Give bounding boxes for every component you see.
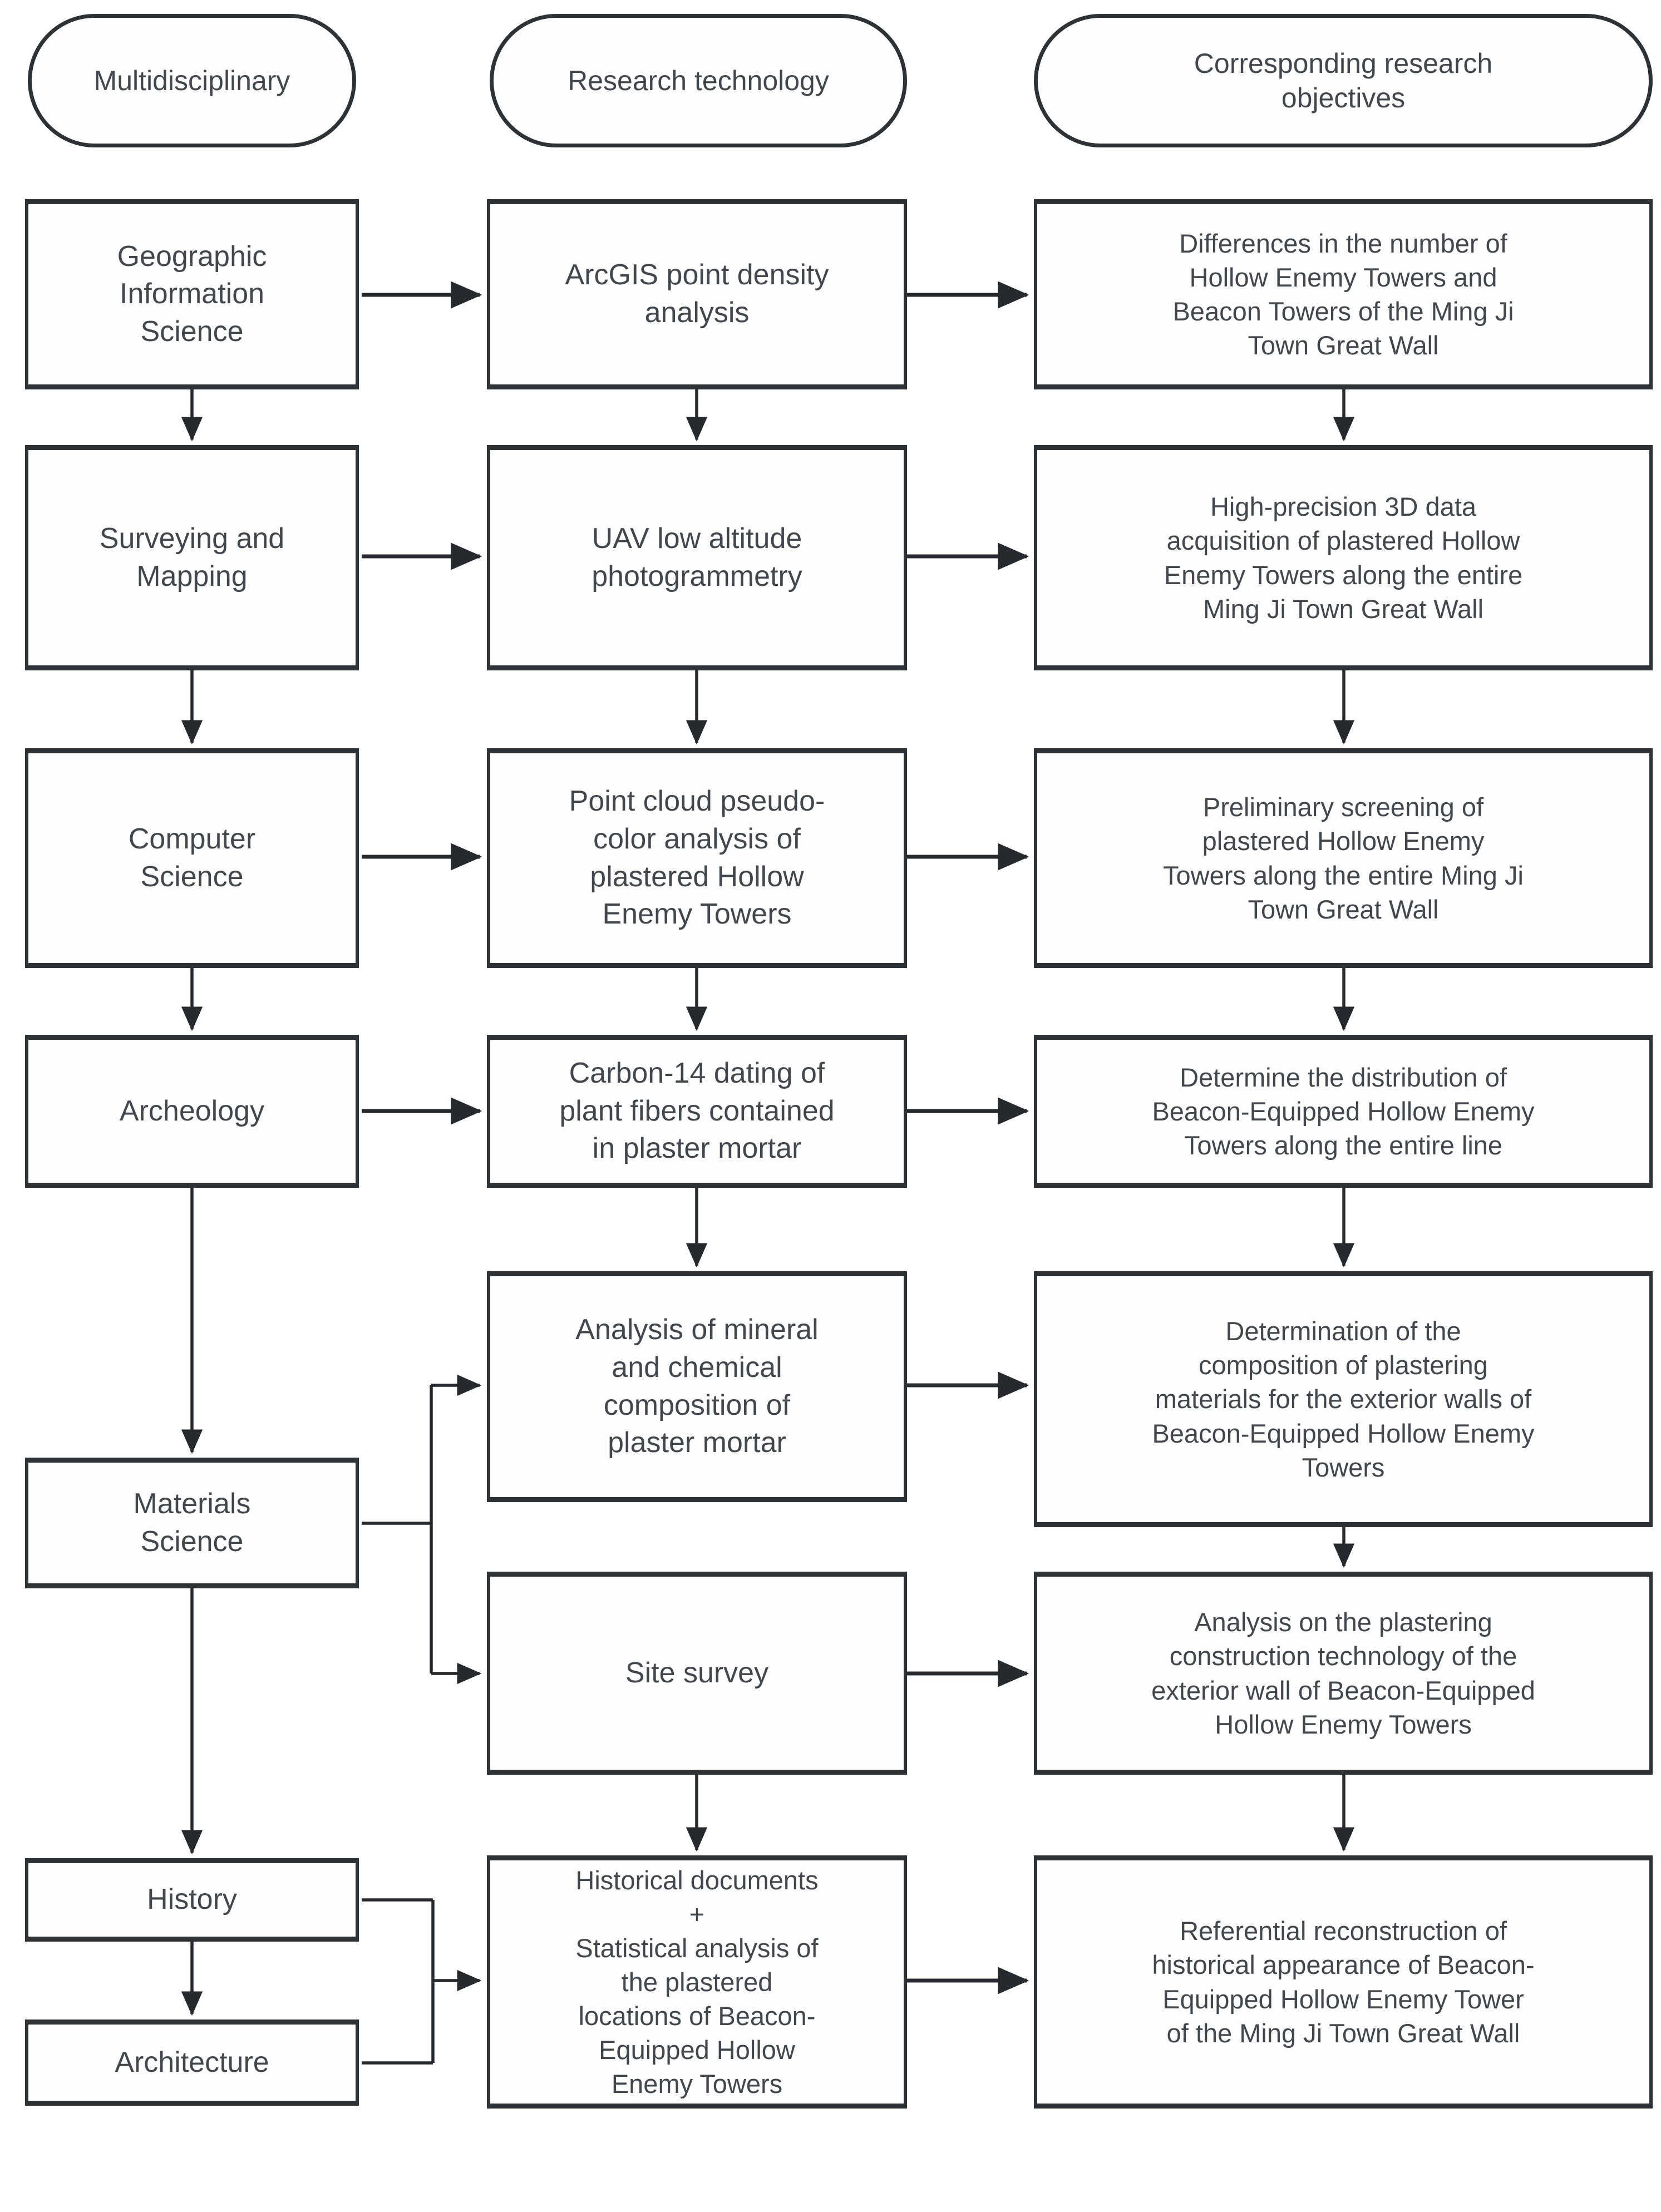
materials-science-branch (362, 1374, 482, 1685)
node-mineral-chemical-analysis: Analysis of mineral and chemical composi… (487, 1271, 907, 1502)
node-geographic-information-science: Geographic Information Science (25, 199, 359, 389)
node-objective-plastering-composition: Determination of the composition of plas… (1034, 1271, 1653, 1527)
node-objective-referential-reconstruction: Referential reconstruction of historical… (1034, 1855, 1653, 2109)
node-historical-documents-statistical-analysis: Historical documents + Statistical analy… (487, 1855, 907, 2109)
node-objective-tower-number-differences: Differences in the number of Hollow Enem… (1034, 199, 1653, 389)
node-objective-3d-data-acquisition: High-precision 3D data acquisition of pl… (1034, 445, 1653, 670)
node-carbon14-dating: Carbon-14 dating of plant fibers contain… (487, 1035, 907, 1188)
node-point-cloud-pseudo-color-analysis: Point cloud pseudo- color analysis of pl… (487, 748, 907, 968)
technology-to-objective-arrows (907, 281, 1029, 1994)
node-site-survey: Site survey (487, 1572, 907, 1775)
node-objective-preliminary-screening: Preliminary screening of plastered Hollo… (1034, 748, 1653, 968)
node-uav-low-altitude-photogrammetry: UAV low altitude photogrammetry (487, 445, 907, 670)
history-architecture-merge (362, 1898, 482, 2065)
header-multidisciplinary: Multidisciplinary (28, 14, 356, 147)
node-objective-construction-technology: Analysis on the plastering construction … (1034, 1572, 1653, 1775)
node-computer-science: Computer Science (25, 748, 359, 968)
node-arcgis-point-density-analysis: ArcGIS point density analysis (487, 199, 907, 389)
node-history: History (25, 1858, 359, 1942)
node-materials-science: Materials Science (25, 1458, 359, 1588)
node-objective-beacon-tower-distribution: Determine the distribution of Beacon-Equ… (1034, 1035, 1653, 1188)
node-surveying-and-mapping: Surveying and Mapping (25, 445, 359, 670)
node-archeology: Archeology (25, 1035, 359, 1188)
discipline-to-technology-arrows (362, 281, 482, 1125)
header-corresponding-research-objectives: Corresponding research objectives (1034, 14, 1653, 147)
node-architecture: Architecture (25, 2020, 359, 2106)
header-research-technology: Research technology (490, 14, 907, 147)
